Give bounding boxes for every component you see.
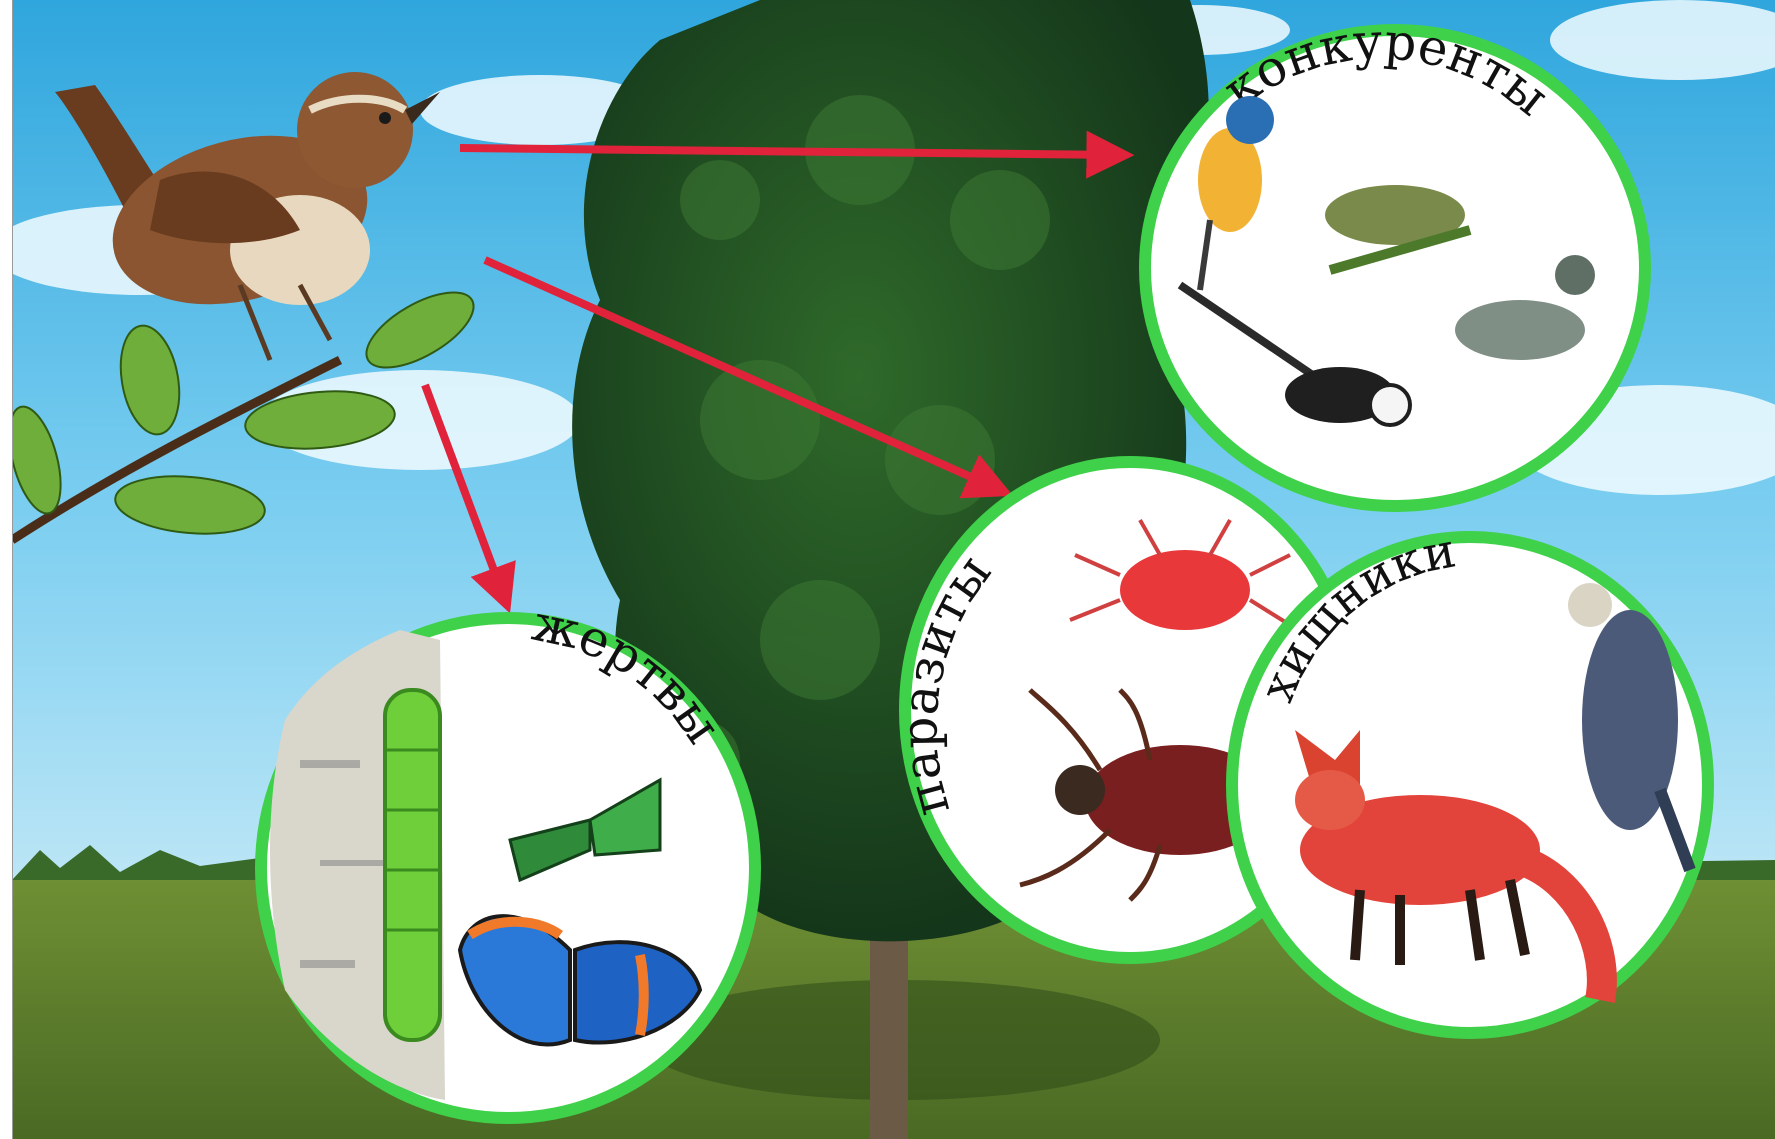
prey-circle: жертвы xyxy=(261,594,755,1118)
wren-eye xyxy=(379,112,391,124)
caterpillar-icon xyxy=(385,690,440,1040)
left-frame-edge xyxy=(0,0,13,1139)
wren-head xyxy=(297,72,413,188)
